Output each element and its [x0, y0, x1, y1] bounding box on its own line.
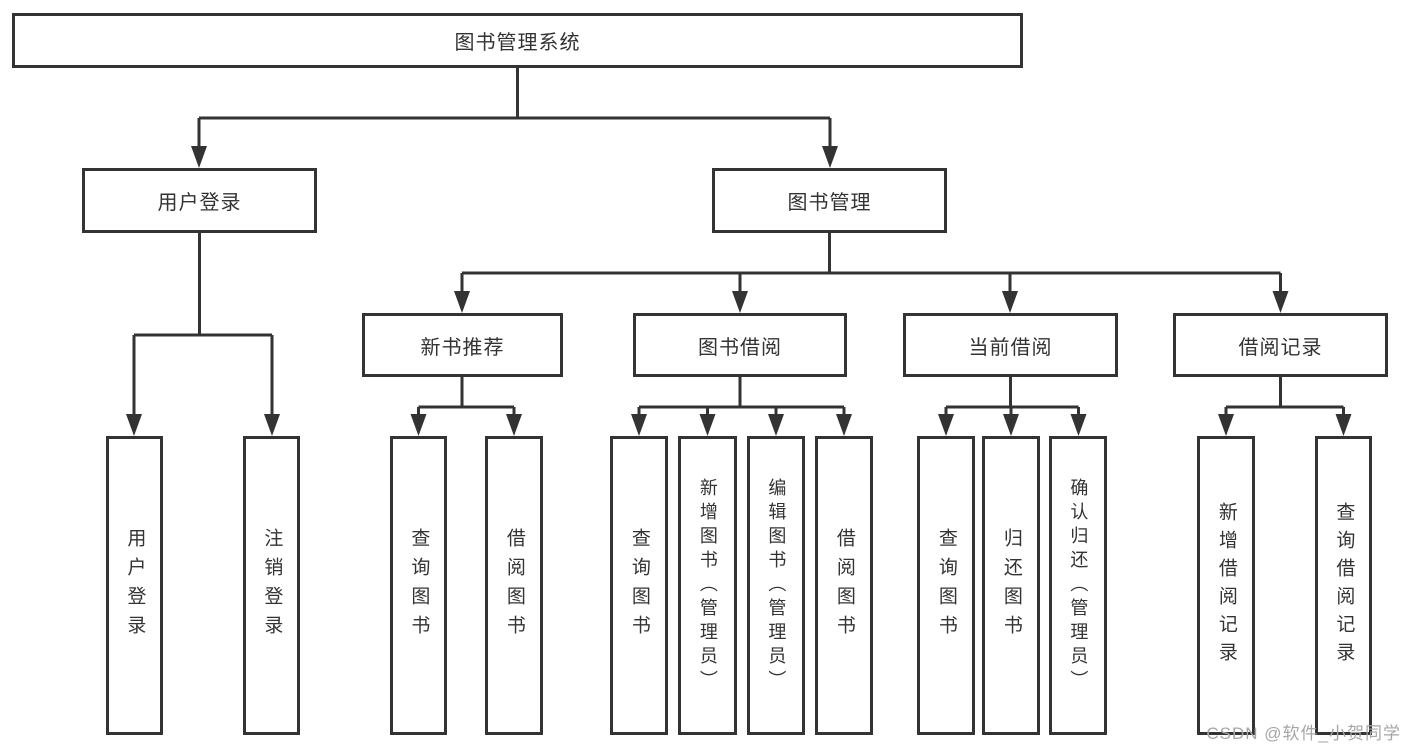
node-library-system: 图书管理系统	[12, 13, 1023, 68]
leaf-label: 编辑图书（管理员）	[766, 477, 787, 694]
node-user-login: 用户登录	[82, 168, 317, 233]
leaf-confirm-return-admin: 确认归还（管理员）	[1049, 436, 1107, 735]
leaf-logout: 注销登录	[243, 436, 300, 735]
leaf-label: 查询图书	[408, 527, 430, 644]
leaf-borrow-books: 借阅图书	[815, 436, 873, 735]
leaf-query-books: 查询图书	[610, 436, 668, 735]
leaf-label: 借阅图书	[503, 527, 525, 644]
leaf-query-books: 查询图书	[390, 436, 447, 735]
leaf-label: 查询图书	[935, 527, 957, 644]
leaf-add-borrow-record: 新增借阅记录	[1197, 436, 1255, 735]
leaf-label: 确认归还（管理员）	[1068, 477, 1089, 694]
leaf-user-login: 用户登录	[106, 436, 163, 735]
node-book-borrowing: 图书借阅	[633, 313, 847, 377]
node-borrowing-records: 借阅记录	[1173, 313, 1388, 377]
leaf-label: 归还图书	[1000, 527, 1022, 644]
leaf-label: 借阅图书	[833, 527, 855, 644]
leaf-add-books-admin: 新增图书（管理员）	[678, 436, 737, 735]
leaf-label: 查询图书	[628, 527, 650, 644]
leaf-label: 用户登录	[124, 527, 146, 644]
leaf-label: 注销登录	[261, 527, 283, 644]
leaf-query-borrow-record: 查询借阅记录	[1315, 436, 1372, 735]
leaf-edit-books-admin: 编辑图书（管理员）	[747, 436, 805, 735]
node-new-book-recommendation: 新书推荐	[362, 313, 563, 377]
node-book-management: 图书管理	[712, 168, 947, 233]
leaf-label: 新增图书（管理员）	[697, 477, 718, 694]
leaf-return-books: 归还图书	[982, 436, 1040, 735]
leaf-label: 查询借阅记录	[1333, 501, 1355, 670]
leaf-borrow-books: 借阅图书	[485, 436, 543, 735]
node-current-borrowing: 当前借阅	[903, 313, 1118, 377]
leaf-query-books: 查询图书	[917, 436, 975, 735]
csdn-watermark: CSDN @软件_小贺同学	[1206, 724, 1401, 743]
leaf-label: 新增借阅记录	[1215, 501, 1237, 670]
